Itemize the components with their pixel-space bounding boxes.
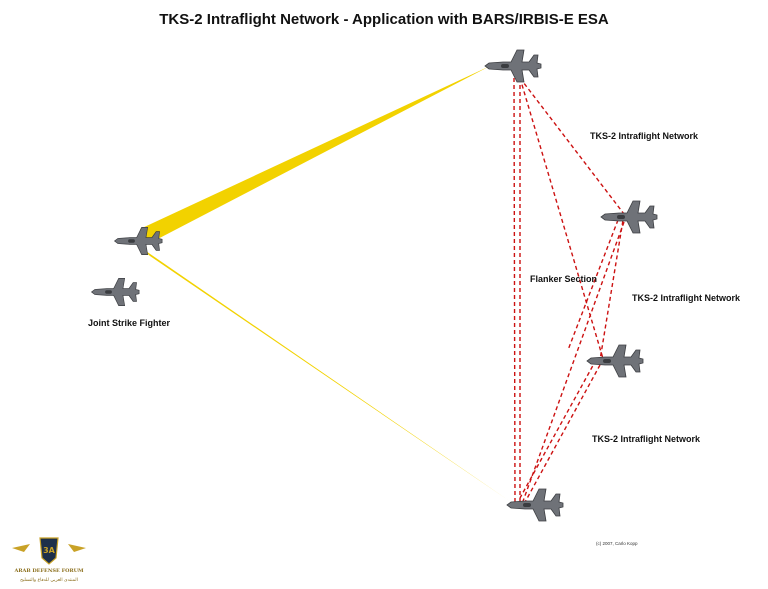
datalink-wing1-to-wing2: [599, 213, 625, 361]
flanker-wingman-1-aircraft-icon: [600, 200, 658, 234]
flanker-lead-aircraft-icon: [484, 49, 542, 83]
datalink-wing1-to-wing2b: [567, 219, 619, 351]
label-flanker-section: Flanker Section: [530, 274, 598, 284]
copyright-note: (c) 2007, Carlo Kopp: [596, 541, 638, 546]
datalink-wing2-to-wing3b: [519, 359, 597, 499]
label-network-mid: TKS-2 Intraflight Network: [632, 293, 741, 303]
datalink-wing1-to-wing3: [521, 221, 625, 505]
watermark-subtitle: المنتدى العربي للدفاع والتسليح: [20, 578, 78, 583]
label-network-top: TKS-2 Intraflight Network: [590, 131, 699, 141]
watermark-name: ARAB DEFENSE FORUM: [13, 568, 84, 574]
datalink-lead-to-wing2: [519, 77, 605, 363]
datalink-lines: [513, 77, 625, 505]
watermark-badge: 3A: [43, 546, 56, 555]
datalink-a-lead-to-wing3: [513, 77, 516, 505]
watermark-logo: 3A ARAB DEFENSE FORUM المنتدى العربي للد…: [12, 537, 86, 583]
label-joint-strike-fighter: Joint Strike Fighter: [88, 318, 171, 328]
datalink-lead-to-wing1: [519, 77, 625, 215]
datalink-wing2-to-wing3: [523, 364, 601, 505]
radar-beam-upper: [140, 66, 490, 243]
page-title: TKS-2 Intraflight Network - Application …: [159, 11, 609, 28]
label-network-bottom: TKS-2 Intraflight Network: [592, 434, 701, 444]
jsf-second-aircraft-icon: [91, 277, 140, 307]
radar-beam-lower: [140, 247, 508, 500]
